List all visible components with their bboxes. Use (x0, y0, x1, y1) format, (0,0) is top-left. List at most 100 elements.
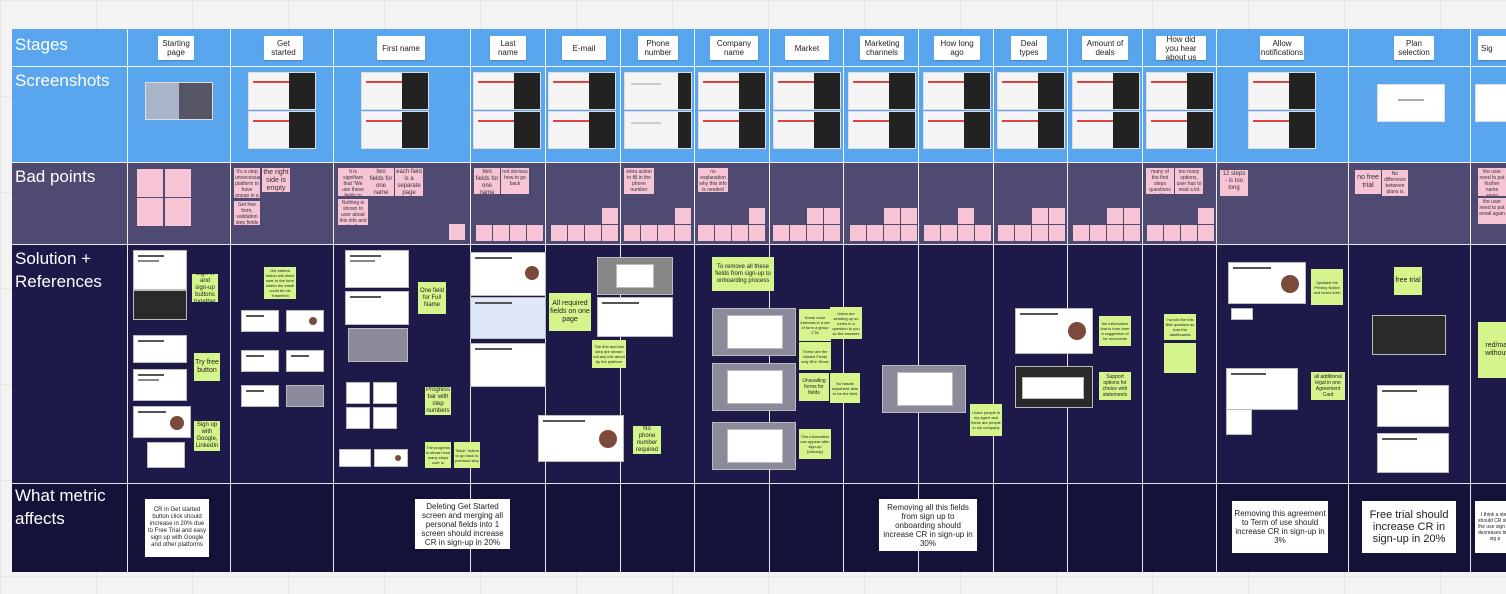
reference-screenshot[interactable] (348, 328, 408, 362)
reference-screenshot[interactable] (346, 407, 370, 429)
sticky-note[interactable] (510, 225, 526, 241)
sticky-note[interactable] (1032, 208, 1048, 224)
sticky-note[interactable] (1198, 208, 1214, 224)
solution-note[interactable]: red/main without s (1478, 322, 1506, 378)
solution-note[interactable]: One field for Full Name (418, 282, 446, 314)
solution-note[interactable]: free trial (1394, 267, 1422, 295)
screenshot-thumbnail[interactable] (1072, 72, 1140, 110)
stage-marketing-channels[interactable]: Marketing channels (860, 36, 904, 60)
screenshot-thumbnail[interactable] (923, 111, 991, 149)
sticky-note[interactable] (1073, 225, 1089, 241)
sticky-note[interactable] (1124, 208, 1140, 224)
screenshot-thumbnail[interactable] (1248, 111, 1316, 149)
stage-amount-of-deals[interactable]: Amount of deals (1082, 36, 1128, 60)
stage-deal-types[interactable]: Deal types (1011, 36, 1047, 60)
screenshot-thumbnail[interactable] (773, 111, 841, 149)
screenshot-thumbnail[interactable] (624, 111, 692, 149)
sticky-note[interactable] (941, 225, 957, 241)
sticky-note[interactable] (998, 225, 1014, 241)
sticky-note[interactable] (527, 225, 543, 241)
solution-note[interactable]: Get started button will direct user to t… (264, 267, 296, 299)
sticky-note[interactable] (1147, 225, 1163, 241)
sticky-note[interactable] (749, 225, 765, 241)
sticky-note[interactable] (137, 169, 163, 197)
reference-screenshot[interactable] (374, 449, 408, 467)
reference-screenshot[interactable] (597, 297, 673, 337)
screenshot-thumbnail[interactable] (361, 72, 429, 110)
stage-sign[interactable]: Sig (1478, 36, 1506, 60)
reference-screenshot[interactable] (1228, 262, 1306, 304)
reference-screenshot[interactable] (1226, 368, 1298, 410)
metric-card[interactable]: I think a step should CR sign the use si… (1475, 501, 1506, 553)
reference-screenshot[interactable] (147, 442, 185, 468)
bad-point-note[interactable]: each field is a separate page (395, 168, 423, 196)
solution-note[interactable]: Support options for choice with statemen… (1099, 372, 1131, 400)
bad-point-note[interactable]: It's a step unnecessary platform to have… (234, 168, 260, 198)
bad-point-note[interactable]: two fields for one name (474, 168, 500, 194)
reference-screenshot[interactable] (241, 350, 279, 372)
reference-screenshot[interactable] (470, 252, 546, 296)
sticky-note[interactable] (958, 225, 974, 241)
screenshot-thumbnail[interactable] (248, 72, 316, 110)
reference-screenshot[interactable] (712, 422, 796, 470)
solution-note[interactable]: The progress is shown how many steps use… (425, 442, 451, 468)
solution-note[interactable]: This information can appear after sign-u… (799, 429, 831, 459)
reference-screenshot[interactable] (133, 250, 187, 290)
reference-screenshot[interactable] (133, 290, 187, 320)
metric-card[interactable]: Removing this agreement to Term of use s… (1232, 501, 1328, 553)
reference-screenshot[interactable] (882, 365, 966, 413)
sticky-note[interactable] (1107, 225, 1123, 241)
bad-point-note[interactable]: extra action to fill in the phone number (624, 168, 654, 194)
bad-point-note[interactable]: two fields for one name (368, 168, 394, 196)
sticky-note[interactable] (551, 225, 567, 241)
metric-card[interactable]: Removing all this fields from sign up to… (879, 499, 977, 551)
sticky-note[interactable] (1015, 225, 1031, 241)
bad-point-note[interactable]: Nothing is shown to user about this info… (338, 199, 368, 225)
screenshot-thumbnail[interactable] (773, 72, 841, 110)
stage-first-name[interactable]: First name (377, 36, 425, 60)
metric-card[interactable]: Free trial should increase CR in sign-up… (1362, 501, 1456, 553)
sticky-note[interactable] (1032, 225, 1048, 241)
metric-card[interactable]: Deleting Get Started screen and merging … (415, 499, 510, 549)
stage-get-started[interactable]: Get started (264, 36, 303, 60)
sticky-note[interactable] (1198, 225, 1214, 241)
reference-screenshot[interactable] (345, 291, 409, 325)
screenshot-thumbnail[interactable] (997, 72, 1065, 110)
solution-note[interactable]: I have people in my agent and these are … (970, 404, 1002, 436)
sticky-note[interactable] (975, 225, 991, 241)
screenshot-thumbnail[interactable] (848, 111, 916, 149)
screenshot-thumbnail[interactable] (473, 111, 541, 149)
reference-screenshot[interactable] (373, 382, 397, 404)
sticky-note[interactable] (602, 208, 618, 224)
reference-screenshot[interactable] (345, 250, 409, 288)
screenshot-thumbnail[interactable] (361, 111, 429, 149)
screenshot-thumbnail[interactable] (848, 72, 916, 110)
stage-allow-notifications[interactable]: Allow notifications (1260, 36, 1304, 60)
solution-note[interactable]: No hassle anywhere able to be the field (830, 373, 860, 403)
solution-note[interactable]: Some more interests in a set of form a g… (799, 309, 831, 341)
reference-screenshot[interactable] (339, 449, 371, 467)
reference-screenshot[interactable] (286, 310, 324, 332)
screenshot-thumbnail[interactable] (1475, 84, 1506, 122)
sticky-note[interactable] (165, 169, 191, 197)
sticky-note[interactable] (1049, 225, 1065, 241)
sticky-note[interactable] (1164, 225, 1180, 241)
sticky-note[interactable] (715, 225, 731, 241)
screenshot-thumbnail[interactable] (698, 111, 766, 149)
screenshot-thumbnail[interactable] (698, 72, 766, 110)
reference-screenshot[interactable] (712, 308, 796, 356)
screenshot-thumbnail[interactable] (1377, 84, 1445, 122)
solution-note[interactable]: Users are sending up so forms in a quest… (830, 307, 862, 339)
solution-note[interactable]: the information that is from form a sugg… (1099, 316, 1131, 346)
reference-screenshot[interactable] (470, 343, 546, 387)
bad-point-note[interactable]: the user need to put email again (1478, 198, 1506, 224)
sticky-note[interactable] (1164, 343, 1196, 373)
bad-point-note[interactable]: 12 steps - is too long (1220, 170, 1248, 196)
sticky-note[interactable] (675, 208, 691, 224)
reference-screenshot[interactable] (1015, 366, 1093, 408)
metric-card[interactable]: CR in Get started button click should in… (145, 499, 209, 557)
sticky-note[interactable] (165, 198, 191, 226)
solution-note[interactable]: Unavailing forms for fields (799, 373, 829, 401)
stage-phone-number[interactable]: Phone number (638, 36, 678, 60)
sticky-note[interactable] (698, 225, 714, 241)
